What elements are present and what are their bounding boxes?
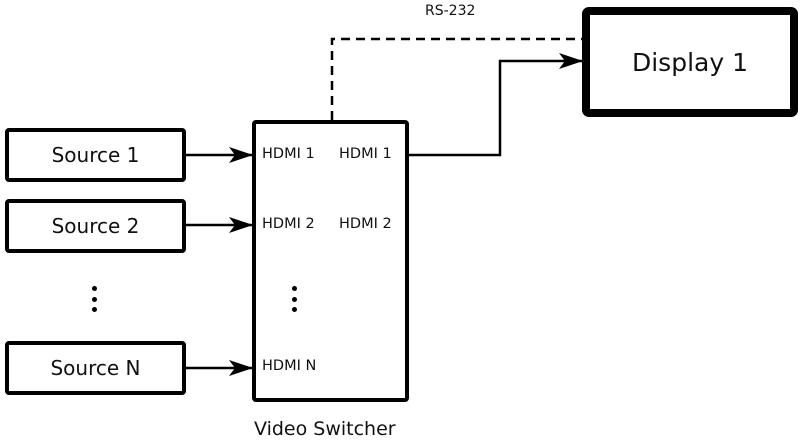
source-n-label: Source N [50, 356, 141, 380]
rs232-label: RS-232 [425, 3, 476, 19]
source-2-label: Source 2 [51, 214, 140, 238]
more-sources-ellipsis [91, 286, 97, 312]
source-n-box[interactable]: Source N [5, 341, 186, 395]
video-switcher-caption: Video Switcher [254, 418, 396, 440]
display-1-box[interactable]: Display 1 [582, 7, 798, 117]
switcher-to-display-wire [408, 53, 583, 157]
switcher-output-hdmi-1: HDMI 1 [339, 146, 392, 162]
video-switcher-box[interactable] [252, 120, 409, 402]
switcher-output-hdmi-2: HDMI 2 [339, 216, 392, 232]
switcher-input-hdmi-2: HDMI 2 [262, 216, 315, 232]
rs232-control-line [330, 37, 583, 120]
source-2-box[interactable]: Source 2 [5, 199, 186, 253]
source-1-label: Source 1 [51, 143, 140, 167]
source-1-box[interactable]: Source 1 [5, 128, 186, 182]
switcher-input-hdmi-n: HDMI N [262, 358, 317, 374]
display-1-label: Display 1 [631, 47, 748, 77]
switcher-input-hdmi-1: HDMI 1 [262, 146, 315, 162]
more-ports-ellipsis [291, 286, 297, 312]
